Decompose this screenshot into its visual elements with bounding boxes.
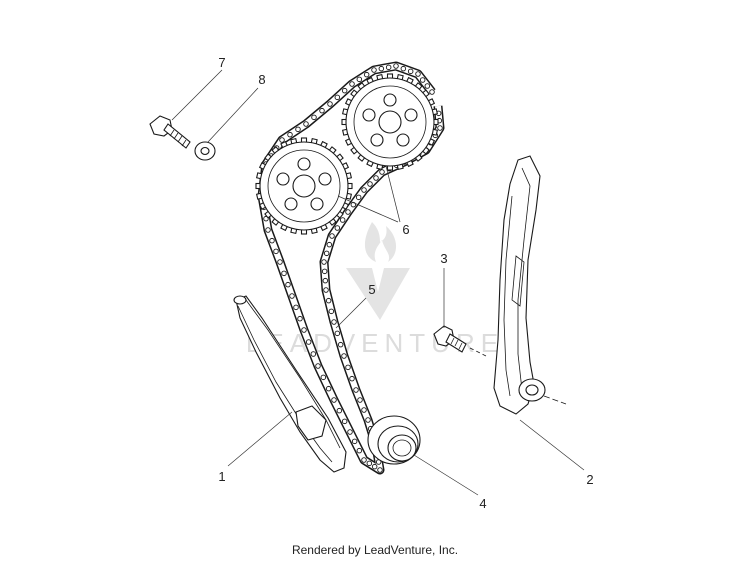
chain-link [325,385,332,392]
part-4-crank-sprocket[interactable] [367,415,421,465]
chain-link [356,447,363,454]
chain-link [321,268,328,275]
chain-link [334,330,341,337]
chain-link [400,65,407,72]
chain-link [363,71,370,78]
chain-link [281,270,287,277]
chain-link [331,397,337,403]
chain-link [415,71,421,77]
chain-link [325,297,332,304]
chain-link [315,363,321,369]
chain-link [437,125,443,131]
chain-link [305,339,312,345]
chain-link [361,187,367,193]
part-6-sprocket-lower[interactable] [255,137,353,235]
chain-link [293,304,299,311]
chain-link [424,83,431,89]
chain-link [366,460,373,467]
chain-link [337,341,344,348]
chain-link [357,397,363,403]
callout-8: 8 [258,72,265,87]
chain-link [322,277,329,284]
chain-link [265,227,271,233]
chain-link [277,259,283,265]
chain-link [379,169,385,175]
chain-link [353,387,359,393]
callout-3: 3 [440,251,447,266]
chain-link [310,351,317,357]
chain-link [373,175,379,181]
chain-link [355,194,362,201]
callout-2: 2 [586,472,593,487]
chain-link [327,101,333,107]
chain-link [361,407,367,413]
chain-link [297,315,303,322]
chain-link [345,209,351,215]
chain-link [320,374,327,381]
chain-link [367,181,373,187]
chain-link [331,319,337,325]
chain-link [341,418,348,425]
part-5-timing-chain[interactable] [257,61,445,475]
callout-4: 4 [479,496,486,511]
part-2-tensioner-guide[interactable] [493,155,567,415]
chain-link [334,225,341,231]
watermark-logo [346,222,410,320]
chain-link [371,67,377,73]
chain-link [285,281,291,288]
chain-link [365,417,371,423]
chain-link [351,438,358,445]
chain-link [393,63,399,69]
callout-1: 1 [218,469,225,484]
chain-link [279,137,285,143]
chain-link [407,68,414,75]
chain-link [326,241,333,248]
chain-link [361,457,367,463]
chain-link [329,233,335,239]
chain-link [328,308,335,315]
chain-link [341,87,348,94]
chain-link [269,237,275,244]
chain-link [347,429,353,435]
chain-link [323,287,329,293]
callout-7: 7 [218,55,225,70]
part-7-bolt[interactable] [149,115,191,149]
chain-link [345,364,351,371]
chain-link [336,407,343,414]
chain-link [287,131,293,138]
chain-link [321,259,327,265]
callouts: 1 2 3 4 5 6 7 8 [218,55,593,511]
chain-band-inner [259,63,443,473]
chain-link [349,375,355,382]
chain-link [419,77,426,83]
callout-6: 6 [402,222,409,237]
chain-link [289,293,295,299]
chain-link [319,107,325,114]
chain-link [371,463,378,470]
footer-credit: Rendered by LeadVenture, Inc. [291,543,459,557]
chain-link [323,250,330,257]
chain-link [339,217,346,223]
callout-5: 5 [368,282,375,297]
chain-link [429,89,435,95]
chain-link [341,353,347,359]
part-6-sprocket-upper[interactable] [341,73,439,171]
chain-link [273,248,279,255]
chain-link [295,126,301,133]
chain-link [385,64,392,71]
leader-lines [171,69,585,496]
chain-link [349,81,355,87]
chain-link [334,94,341,101]
chain-link [311,114,317,121]
chain-link [378,65,385,72]
chain-link [301,327,307,333]
part-8-washer[interactable] [194,141,216,161]
chain-link [377,467,383,473]
part-1-chain-guide[interactable] [233,295,347,473]
chain-link [356,76,363,83]
chain-link [303,121,309,127]
